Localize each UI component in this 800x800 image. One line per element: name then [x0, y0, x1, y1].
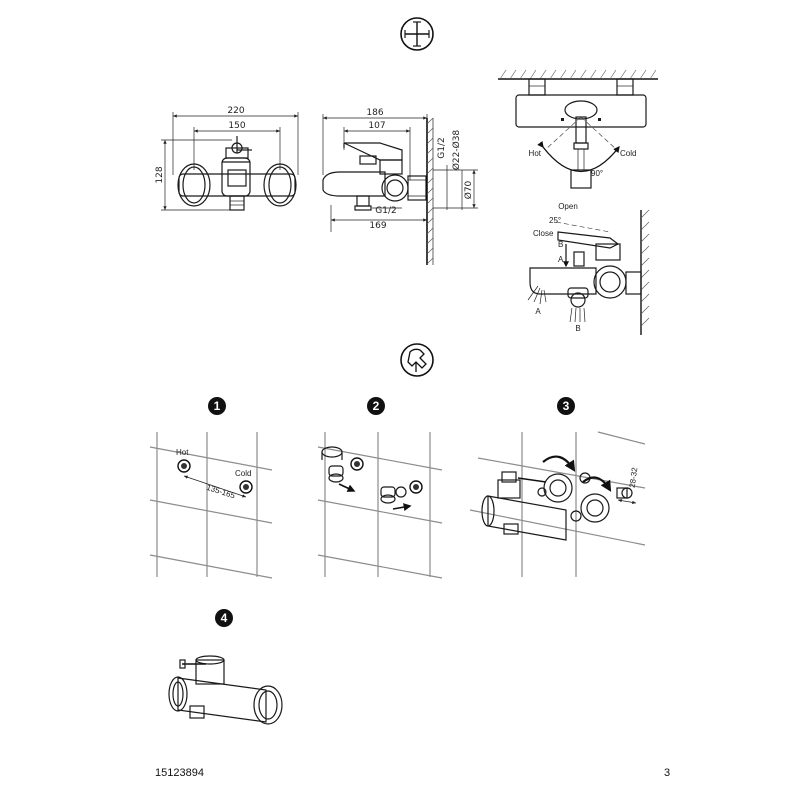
diverter-a-lower: A — [535, 307, 541, 316]
diverter-b-lower: B — [575, 324, 580, 333]
dim-side-thread: G1/2 — [437, 137, 447, 158]
dim-side-diameter: Ø70 — [463, 180, 474, 199]
diverter-angle-label: 25° — [549, 216, 561, 225]
dimensions-icon — [400, 17, 434, 51]
dim-front-width: 220 — [227, 106, 244, 116]
diverter-diagram: Open 25° Close B A A B — [527, 202, 650, 335]
lever-hot-label: Hot — [529, 149, 542, 158]
lever-cold-label: Cold — [620, 149, 636, 158]
dim-side-escutcheon: Ø22-Ø38 — [451, 130, 462, 171]
step-4-number: 4 — [221, 611, 228, 625]
dim-front-centers: 150 — [228, 121, 245, 131]
diverter-b-upper: B — [558, 240, 563, 249]
installation-icon — [400, 343, 434, 377]
dim-side-lever: 107 — [368, 121, 385, 131]
step-4-number-badge: 4 — [215, 609, 233, 627]
step-2-number-badge: 2 — [367, 397, 385, 415]
step-1-number: 1 — [214, 399, 221, 413]
page-number: 3 — [664, 767, 670, 779]
diverter-close-label: Close — [533, 229, 554, 238]
step-3-number-badge: 3 — [557, 397, 575, 415]
diverter-open-label: Open — [558, 202, 578, 211]
dim-side-length: 186 — [366, 108, 383, 118]
step-2-number: 2 — [373, 399, 380, 413]
step-1-spacing-label: 135-165 — [205, 483, 236, 501]
step-1-cold-label: Cold — [235, 469, 251, 478]
step-3-depth-label: 28-32 — [628, 466, 640, 488]
dim-side-spout: 169 — [369, 221, 386, 231]
step-3-number: 3 — [563, 399, 570, 413]
side-view-drawing: 186 107 G1/2 169 — [322, 108, 478, 265]
step-1-panel: 1 Hot Cold 135-165 — [149, 397, 273, 579]
step-1-number-badge: 1 — [208, 397, 226, 415]
step-1-hot-label: Hot — [176, 448, 189, 457]
document-code: 15123894 — [155, 767, 204, 779]
front-view-drawing: 220 150 128 — [155, 106, 299, 211]
step-3-panel: 3 28-32 — [469, 397, 646, 577]
dim-front-height: 128 — [155, 166, 165, 183]
lever-rotation-diagram: Hot Cold 90° — [498, 69, 658, 189]
lever-angle-label: 90° — [591, 169, 603, 178]
step-4-panel: 4 — [168, 609, 283, 725]
dim-side-inlet: G1/2 — [375, 206, 396, 216]
diverter-a-upper: A — [558, 255, 564, 264]
step-2-panel: 2 — [317, 397, 443, 579]
